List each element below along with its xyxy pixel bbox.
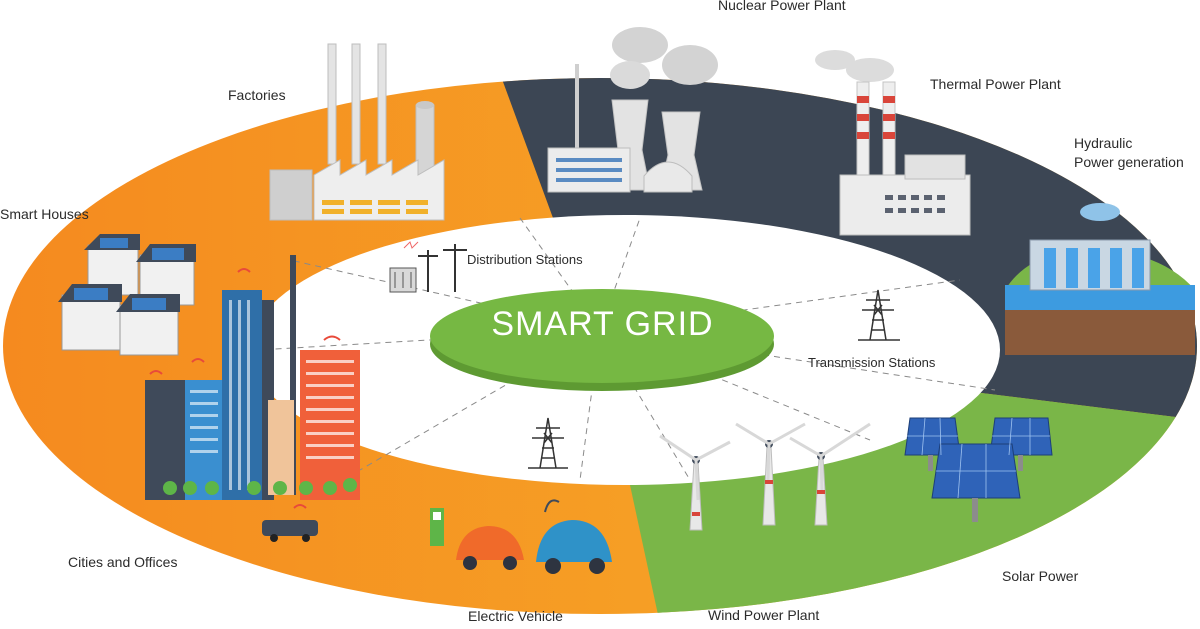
distribution-stations-label: Distribution Stations <box>467 252 583 267</box>
wind-power-plant-label: Wind Power Plant <box>708 607 819 623</box>
electric-vehicle-label: Electric Vehicle <box>468 608 563 624</box>
factories-label: Factories <box>228 87 286 103</box>
solar-power-label: Solar Power <box>1002 568 1078 584</box>
thermal-power-plant-label: Thermal Power Plant <box>930 76 1061 92</box>
smart-houses-label: Smart Houses <box>0 206 89 222</box>
hydraulic-label-line1: Hydraulic <box>1074 134 1200 153</box>
hydraulic-label-line2: Power generation <box>1074 153 1200 172</box>
hydraulic-power-label: Hydraulic Power generation <box>1074 134 1200 172</box>
smart-grid-title: SMART GRID <box>430 305 775 344</box>
cities-offices-label: Cities and Offices <box>68 554 177 570</box>
nuclear-power-plant-label: Nuclear Power Plant <box>718 0 846 13</box>
transmission-stations-label: Transmission Stations <box>808 355 935 370</box>
